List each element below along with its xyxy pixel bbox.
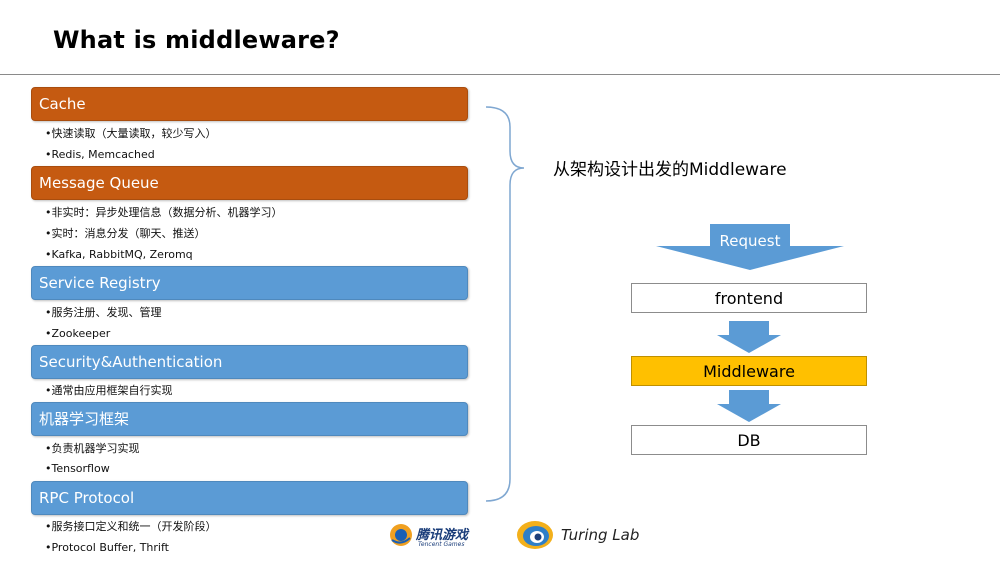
- bullet-item: •实时：消息分发（聊天、推送）: [45, 227, 206, 240]
- turing-lab-name: Turing Lab: [561, 526, 640, 544]
- bullet-item: •Kafka, RabbitMQ, Zeromq: [45, 248, 193, 261]
- bullet-item: •非实时：异步处理信息（数据分析、机器学习）: [45, 206, 283, 219]
- section-label: Service Registry: [39, 273, 161, 292]
- bullet-item: •服务注册、发现、管理: [45, 306, 162, 319]
- section-cache: Cache: [31, 87, 468, 121]
- tencent-games-subtitle: Tencent Games: [418, 541, 465, 548]
- section-label: 机器学习框架: [39, 409, 130, 428]
- request-arrow-icon: [656, 224, 844, 270]
- section-service-registry: Service Registry: [31, 266, 468, 300]
- db-box: DB: [631, 425, 867, 455]
- bullet-item: •Zookeeper: [45, 327, 111, 340]
- architecture-label: 从架构设计出发的Middleware: [553, 160, 787, 180]
- bullet-item: •负责机器学习实现: [45, 442, 140, 455]
- frontend-label: frontend: [714, 288, 784, 308]
- down-arrow-icon: [717, 390, 781, 422]
- bullet-item: •Protocol Buffer, Thrift: [45, 541, 169, 554]
- frontend-box: frontend: [631, 283, 867, 313]
- title-divider: [0, 74, 1000, 75]
- section-message-queue: Message Queue: [31, 166, 468, 200]
- turing-lab-logo-icon: [517, 521, 553, 549]
- db-label: DB: [737, 430, 761, 450]
- section-security-authentication: Security&Authentication: [31, 345, 468, 379]
- bullet-item: •通常由应用框架自行实现: [45, 384, 173, 397]
- slide-title: What is middleware?: [53, 26, 340, 54]
- section-label: Message Queue: [39, 173, 159, 192]
- tencent-games-logo-icon: [390, 524, 412, 546]
- tencent-games-name: 腾讯游戏: [416, 528, 469, 543]
- middleware-box: Middleware: [631, 356, 867, 386]
- bullet-item: •服务接口定义和统一（开发阶段）: [45, 520, 217, 533]
- bullet-item: •Redis, Memcached: [45, 148, 155, 161]
- section-label: Cache: [39, 94, 86, 113]
- section-label: Security&Authentication: [39, 352, 223, 371]
- section-label: RPC Protocol: [39, 488, 135, 507]
- request-label: Request: [719, 232, 781, 250]
- middleware-label: Middleware: [703, 361, 795, 381]
- curly-bracket: [485, 106, 524, 502]
- section-rpc-protocol: RPC Protocol: [31, 481, 468, 515]
- bullet-item: •快速读取（大量读取，较少写入）: [45, 127, 217, 140]
- bullet-item: •Tensorflow: [45, 462, 110, 475]
- down-arrow-icon: [717, 321, 781, 353]
- section-ml-framework: 机器学习框架: [31, 402, 468, 436]
